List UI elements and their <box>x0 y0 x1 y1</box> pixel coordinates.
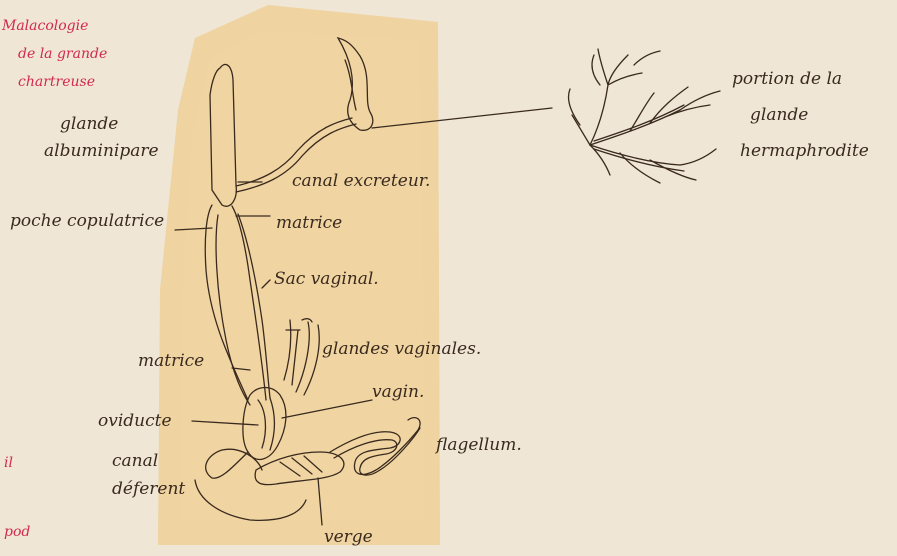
label-glandes-vaginales: glandes vaginales. <box>322 340 481 359</box>
margin-fragment-1: il <box>4 455 13 471</box>
vagin-pointer <box>282 400 372 418</box>
label-albuminipare: albuminipare <box>44 142 159 161</box>
albumen-gland-outline <box>210 64 236 206</box>
label-poche-copulatrice: poche copulatrice <box>10 212 164 231</box>
label-glande-right: glande <box>750 106 808 125</box>
label-matrice-top: matrice <box>276 214 342 233</box>
label-vagin: vagin. <box>372 383 424 402</box>
header-note-line3: chartreuse <box>18 74 95 90</box>
label-sac-vaginal: Sac vaginal. <box>274 270 379 289</box>
label-verge: verge <box>324 528 373 547</box>
label-flagellum: flagellum. <box>436 436 522 455</box>
header-note-line1: Malacologie <box>2 18 88 34</box>
label-matrice-left: matrice <box>138 352 204 371</box>
label-glande: glande <box>60 115 118 134</box>
pointer-line <box>372 108 552 128</box>
label-deferent: déferent <box>112 480 185 499</box>
vaginal-glands <box>284 320 319 395</box>
verge-pointer <box>318 478 322 525</box>
genital-cluster <box>243 388 286 460</box>
label-canal: canal <box>112 452 158 471</box>
label-oviducte: oviducte <box>98 412 172 431</box>
margin-fragment-2: pod <box>4 524 30 540</box>
header-note-line2: de la grande <box>18 46 107 62</box>
oviducte-pointer <box>192 421 258 425</box>
hermaphrodite-gland-small <box>338 38 373 130</box>
label-portion-de-la: portion de la <box>732 70 842 89</box>
label-hermaphrodite: hermaphrodite <box>740 142 869 161</box>
canal-deferent <box>206 449 262 478</box>
sac-pointer <box>262 280 270 288</box>
label-canal-excreteur: canal excreteur. <box>292 172 430 191</box>
hermaphrodite-gland-detail <box>568 49 720 183</box>
